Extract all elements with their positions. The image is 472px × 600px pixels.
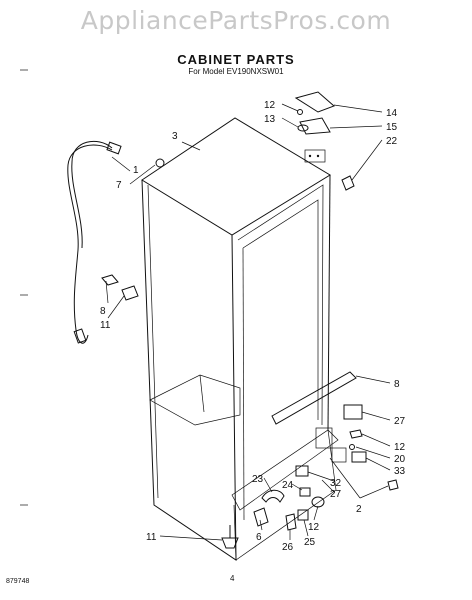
washer-part-13	[297, 124, 309, 132]
callout-33: 33	[394, 466, 406, 477]
stop-part-22	[341, 175, 355, 191]
part-32	[295, 465, 309, 477]
callout-15: 15	[386, 122, 398, 133]
bracket-part-23	[261, 489, 285, 503]
bracket-part-4	[253, 507, 269, 527]
cabinet-body	[141, 117, 347, 561]
callout-20: 20	[394, 454, 406, 465]
callout-7: 11	[100, 320, 111, 331]
grommet-part-5	[155, 158, 165, 168]
bracket-part-26	[285, 513, 297, 531]
callout-2: 2	[356, 504, 362, 515]
screw-part-2	[387, 479, 399, 491]
callout-26: 26	[282, 542, 294, 553]
leveling-leg-part-11	[221, 537, 239, 549]
clamp-part-7	[121, 285, 139, 301]
part-24	[299, 487, 311, 497]
callout-30: 27	[394, 416, 406, 427]
callout-12-bottom: 12	[308, 522, 320, 533]
hinge-cover-part-14	[294, 91, 335, 113]
page-number: 4	[230, 574, 235, 583]
model-subtitle: For Model EV190NXSW01	[188, 67, 284, 76]
screw-part-12	[349, 429, 363, 439]
screw-part-6	[101, 274, 119, 286]
roller-part-2	[311, 496, 325, 508]
callout-32: 32	[330, 478, 342, 489]
callout-4: 6	[256, 532, 262, 543]
screw-part-12	[297, 109, 303, 115]
footer-code: 879748	[6, 578, 30, 585]
callout-3: 3	[172, 131, 178, 142]
watermark: AppliancePartsPros.com	[80, 6, 392, 35]
hinge-pin-part-33	[351, 451, 367, 463]
leader-lines	[105, 103, 391, 541]
callout-14: 14	[386, 108, 398, 119]
callout-24: 24	[282, 480, 294, 491]
power-cord-part-1	[67, 140, 122, 344]
callout-11: 11	[146, 532, 157, 543]
part-25	[297, 509, 309, 521]
callout-27: 27	[330, 489, 342, 500]
washer-part-20	[349, 444, 355, 450]
callout-22: 22	[386, 136, 398, 147]
callout-labels: 3 1 7 8 11 12 13 14 15 22 8 27 12 20 33 …	[100, 100, 406, 553]
callout-23: 23	[252, 474, 264, 485]
callout-12-right: 12	[394, 442, 406, 453]
bracket-part-30	[343, 404, 363, 420]
callout-25: 25	[304, 537, 316, 548]
callout-5: 7	[116, 180, 122, 191]
hinge-part-15	[299, 117, 331, 135]
diagram-title: CABINET PARTS	[177, 52, 295, 67]
callout-1: 1	[133, 165, 139, 176]
callout-12-top: 12	[264, 100, 276, 111]
callout-6: 8	[100, 306, 106, 317]
small-parts	[101, 91, 399, 549]
callout-13: 13	[264, 114, 276, 125]
rail-part-8	[271, 371, 357, 425]
callout-8: 8	[394, 379, 400, 390]
